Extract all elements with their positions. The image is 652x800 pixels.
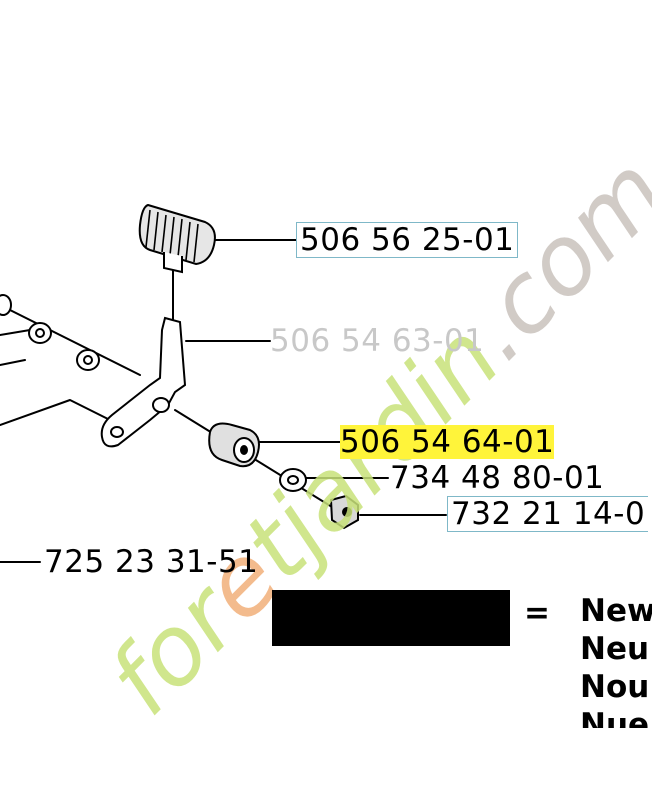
part-number-p1[interactable]: 506 56 25-01 — [296, 222, 519, 258]
axis-line-left — [0, 304, 141, 376]
washer — [279, 468, 307, 492]
part-number-p4[interactable]: 734 48 80-01 — [390, 460, 605, 496]
legend-swatch — [272, 590, 510, 646]
part-number-p2[interactable]: 506 54 63-01 — [270, 323, 485, 359]
part-number-p5[interactable]: 732 21 14-0 — [447, 496, 649, 532]
legend-word-3: Nou — [580, 669, 650, 705]
legend-word-2: Neu — [580, 631, 650, 667]
left-fasteners — [0, 294, 100, 371]
legend-equals: = — [524, 595, 550, 631]
axis-line-right — [174, 409, 346, 516]
rod-line-2 — [0, 359, 26, 366]
legend-word-4: Nue — [580, 708, 650, 728]
legend-word-1: New — [580, 593, 652, 629]
rod-line-3 — [0, 399, 111, 426]
bushing — [208, 422, 260, 468]
lever-bracket — [100, 316, 187, 448]
rod-line-1 — [0, 329, 31, 336]
nut — [329, 494, 359, 530]
part-number-p3[interactable]: 506 54 64-01 — [340, 424, 555, 460]
pedal-pad — [138, 203, 216, 274]
part-number-p6[interactable]: 725 23 31-51 — [44, 544, 259, 580]
